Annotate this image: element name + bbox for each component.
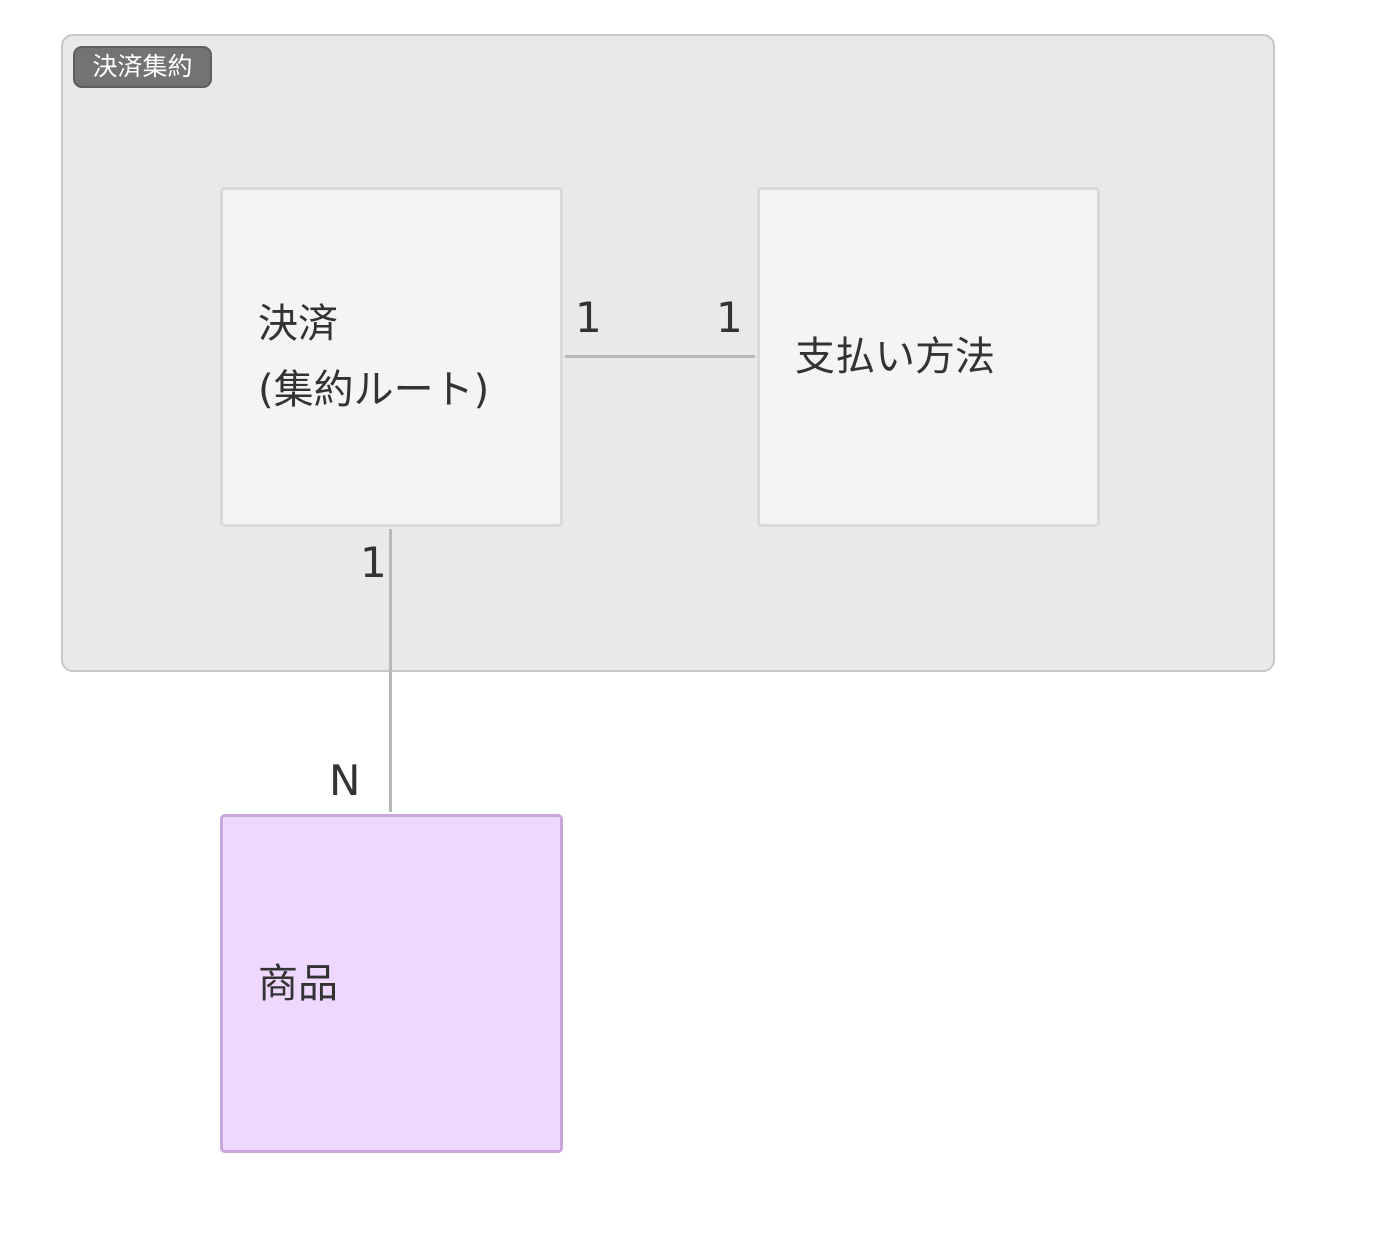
node-payment-label-line2: (集約ルート): [258, 367, 490, 413]
cardinality-payment-root-side: 1: [360, 538, 387, 587]
node-payment-method[interactable]: [757, 187, 1100, 527]
cardinality-method-side: 1: [716, 293, 743, 342]
node-payment-method-label: 支払い方法: [795, 334, 995, 380]
relation-line-payment-method: [565, 355, 755, 358]
node-product-label: 商品: [258, 961, 338, 1007]
cardinality-payment-side: 1: [575, 293, 602, 342]
node-product[interactable]: [220, 814, 563, 1153]
relation-line-product: [389, 529, 392, 812]
cardinality-product-side: N: [329, 756, 361, 805]
node-payment[interactable]: [220, 187, 563, 527]
group-label: 決済集約: [73, 46, 212, 88]
node-payment-label-line1: 決済: [258, 301, 338, 347]
